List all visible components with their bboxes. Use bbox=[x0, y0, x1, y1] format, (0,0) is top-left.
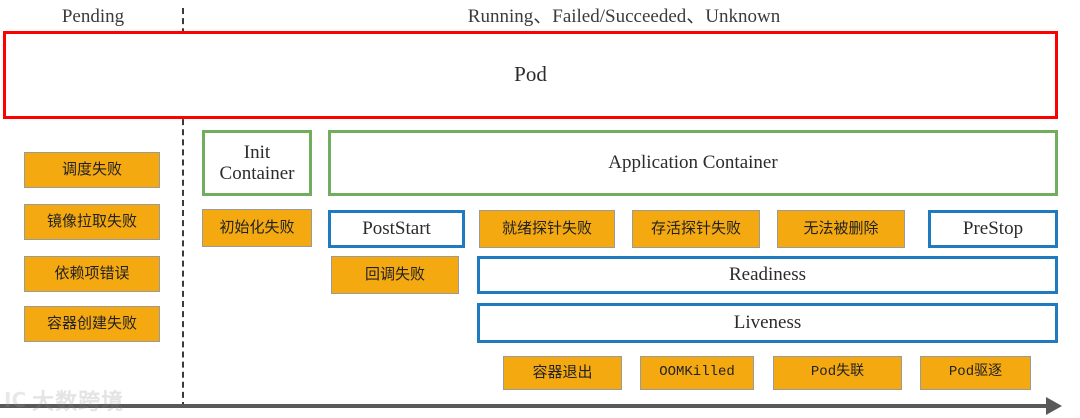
readiness-probe-box: Readiness bbox=[477, 256, 1058, 294]
terminal-failure-box-1: OOMKilled bbox=[640, 356, 754, 390]
post-start-failure-box: 回调失败 bbox=[331, 256, 459, 294]
liveness-probe-box: Liveness bbox=[477, 303, 1058, 343]
runtime-failure-box-1: 存活探针失败 bbox=[632, 210, 760, 248]
application-container-box: Application Container bbox=[328, 130, 1058, 196]
phase-header-pending: Pending bbox=[61, 6, 125, 28]
timeline-arrow-icon bbox=[1046, 397, 1062, 415]
terminal-failure-box-2: Pod失联 bbox=[773, 356, 902, 390]
timeline-axis bbox=[0, 404, 1046, 408]
phase-divider bbox=[182, 8, 184, 408]
watermark: IC 大数跨境 bbox=[4, 384, 124, 416]
runtime-failure-box-2: 无法被删除 bbox=[777, 210, 905, 248]
pod-box: Pod bbox=[3, 31, 1058, 119]
pending-failure-box-0: 调度失败 bbox=[24, 152, 160, 188]
phase-header-running: Running、Failed/Succeeded、Unknown bbox=[467, 6, 781, 28]
init-container-failure-box: 初始化失败 bbox=[202, 209, 312, 247]
pending-failure-box-1: 镜像拉取失败 bbox=[24, 204, 160, 240]
init-container-box: Init Container bbox=[202, 130, 312, 196]
pending-failure-box-2: 依赖项错误 bbox=[24, 256, 160, 292]
terminal-failure-box-3: Pod驱逐 bbox=[920, 356, 1031, 390]
pre-stop-box: PreStop bbox=[928, 210, 1058, 248]
terminal-failure-box-0: 容器退出 bbox=[503, 356, 622, 390]
watermark-logo-icon: IC bbox=[4, 388, 27, 412]
pending-failure-box-3: 容器创建失败 bbox=[24, 306, 160, 342]
watermark-text: 大数跨境 bbox=[32, 390, 125, 415]
runtime-failure-box-0: 就绪探针失败 bbox=[479, 210, 615, 248]
post-start-box: PostStart bbox=[328, 210, 465, 248]
